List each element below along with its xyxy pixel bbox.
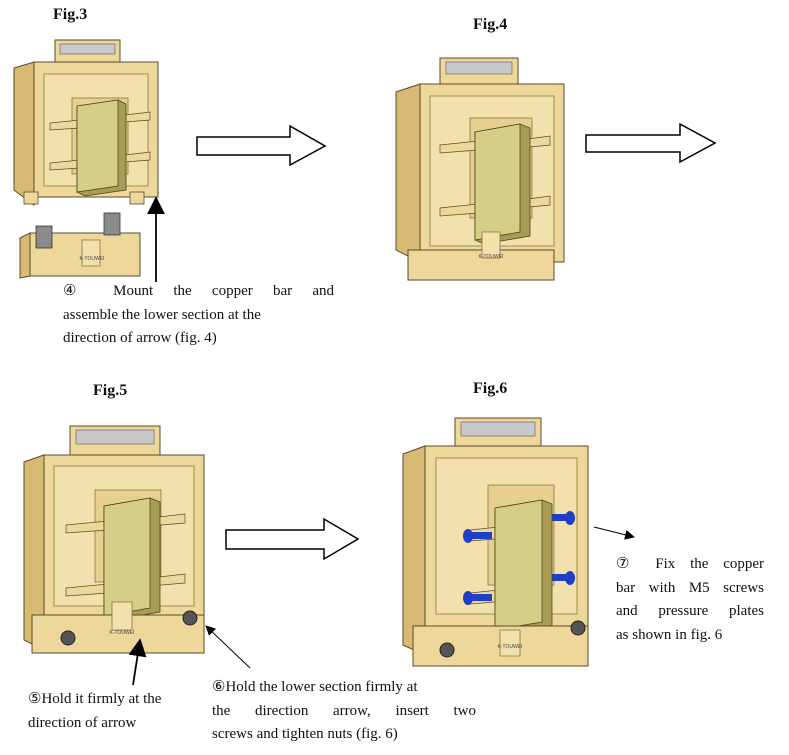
step-7-line-2: bar with M5 screws	[616, 579, 764, 596]
step-4-instruction: ④ Mount the copper bar and assemble the …	[63, 280, 334, 351]
fig4-transformer: K-TOUWEI	[395, 57, 565, 281]
step-7-line-1: ⑦ Fix the copper	[616, 556, 764, 572]
figure-5-label: Fig.5	[93, 382, 128, 399]
step-5-instruction: ⑤Hold it firmly at the direction of arro…	[28, 688, 198, 735]
step-6-line-3: screws and tighten nuts (fig. 6)	[212, 726, 398, 742]
fig3-marking: K-TOUWEI	[80, 256, 105, 262]
fig5-right-foot	[182, 610, 198, 626]
step-4-line-1: ④ Mount the copper bar and	[63, 283, 334, 299]
fig5-marking: K-TOUWEI	[110, 630, 135, 636]
flow-arrow-2	[585, 122, 717, 164]
fig3-transformer-lower-section: K-TOUWEI	[19, 212, 141, 279]
flow-arrow-3	[225, 517, 360, 561]
step-7-instruction: ⑦ Fix the copper bar with M5 screws and …	[616, 553, 764, 647]
fig4-marking: K-TOUWEI	[479, 254, 504, 260]
step-5-line-1: ⑤Hold it firmly at the	[28, 691, 162, 707]
figure-6-label: Fig.6	[473, 380, 508, 397]
fig6-right-foot	[570, 620, 586, 636]
step-4-line-3: direction of arrow (fig. 4)	[63, 330, 217, 346]
fig3-transformer-upper	[13, 39, 159, 206]
figure-4-label: Fig.4	[473, 16, 508, 33]
fig5-hold-arrow	[128, 638, 147, 686]
step-7-line-3: and pressure plates	[616, 603, 764, 619]
step-6-line-2: the direction arrow, insert two	[212, 702, 476, 719]
step-6-instruction: ⑥Hold the lower section firmly at the di…	[212, 676, 476, 747]
fig6-pointer-arrow	[593, 526, 635, 540]
fig6-left-foot	[439, 642, 455, 658]
step-5-line-2: direction of arrow	[28, 714, 137, 731]
step-4-line-2: assemble the lower section at the	[63, 306, 261, 323]
step-6-line-1: ⑥Hold the lower section firmly at	[212, 679, 418, 695]
flow-arrow-1	[196, 124, 327, 167]
fig5-left-foot	[60, 630, 76, 646]
fig5-transformer: K-TOUWEI	[23, 425, 205, 654]
step-7-line-4: as shown in fig. 6	[616, 626, 723, 643]
fig6-marking: K-TOUWEI	[498, 644, 523, 650]
figure-3-label: Fig.3	[53, 6, 88, 23]
fig6-transformer: K-TOUWEI	[402, 417, 589, 667]
fig5-lower-arrow	[205, 625, 251, 669]
